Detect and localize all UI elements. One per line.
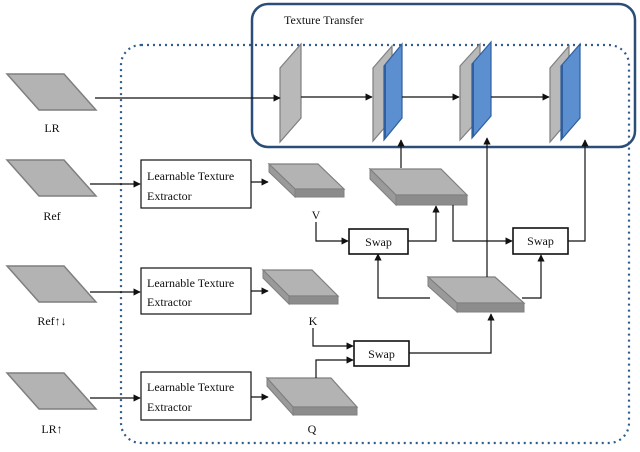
tt-card-lr (279, 42, 302, 144)
extractor-q-line1: Learnable Texture (147, 380, 234, 394)
extractor-box-k: Learnable Texture Extractor (140, 267, 252, 315)
extractor-k-line2: Extractor (147, 295, 192, 309)
input-ref-updown-plate (5, 265, 98, 303)
input-lr-up-label: LR↑ (41, 422, 62, 436)
arrow-upper-slab-to-swap2 (452, 205, 513, 245)
extractor-box-q: Learnable Texture Extractor (140, 371, 252, 421)
input-lr-plate (5, 73, 98, 111)
feature-slab-k (261, 268, 340, 306)
transferred-slab-upper (368, 167, 469, 207)
input-ref-label: Ref (43, 209, 60, 223)
extractor-v-line2: Extractor (147, 189, 192, 203)
transferred-slab-lower (426, 275, 526, 314)
extractor-k-line1: Learnable Texture (147, 276, 234, 290)
feature-slab-v (267, 162, 346, 199)
swap-1-label: Swap (365, 235, 392, 249)
arrow-lower-slab-to-swap1 (374, 253, 430, 299)
input-lr-up-plate (5, 372, 98, 410)
tt-stage-1 (372, 42, 403, 143)
arrow-k-to-swap3 (312, 328, 354, 350)
feature-q-label: Q (308, 422, 317, 436)
input-lr-label: LR (44, 121, 59, 135)
swap-3-label: Swap (368, 347, 395, 361)
input-ref-plate (5, 159, 98, 197)
extractor-v-line1: Learnable Texture (147, 169, 234, 183)
arrow-swap1-to-upper-slab (408, 205, 440, 242)
swap-box-2: Swap (512, 227, 569, 255)
input-ref-updown-label: Ref↑↓ (37, 314, 66, 328)
dotted-boundary (119, 43, 631, 445)
feature-k-label: K (309, 314, 318, 328)
arrow-q-to-swap3 (315, 356, 354, 378)
arrow-swap2-to-stage3 (568, 139, 589, 242)
arrow-lower-slab-to-swap2 (522, 254, 545, 299)
swap-2-label: Swap (527, 234, 554, 248)
extractor-q-line2: Extractor (147, 400, 192, 414)
texture-transfer-title: Texture Transfer (284, 13, 363, 27)
arrow-swap3-to-lower-slab (409, 313, 495, 354)
feature-v-label: V (312, 208, 321, 222)
tt-stage-2 (459, 40, 492, 142)
tt-stage-3 (549, 42, 581, 144)
arrow-v-to-swap1 (315, 222, 349, 245)
swap-box-1: Swap (348, 228, 409, 255)
texture-transfer-frame (250, 2, 637, 149)
extractor-box-v: Learnable Texture Extractor (140, 159, 252, 209)
feature-slab-q (265, 376, 359, 417)
swap-box-3: Swap (353, 340, 410, 367)
